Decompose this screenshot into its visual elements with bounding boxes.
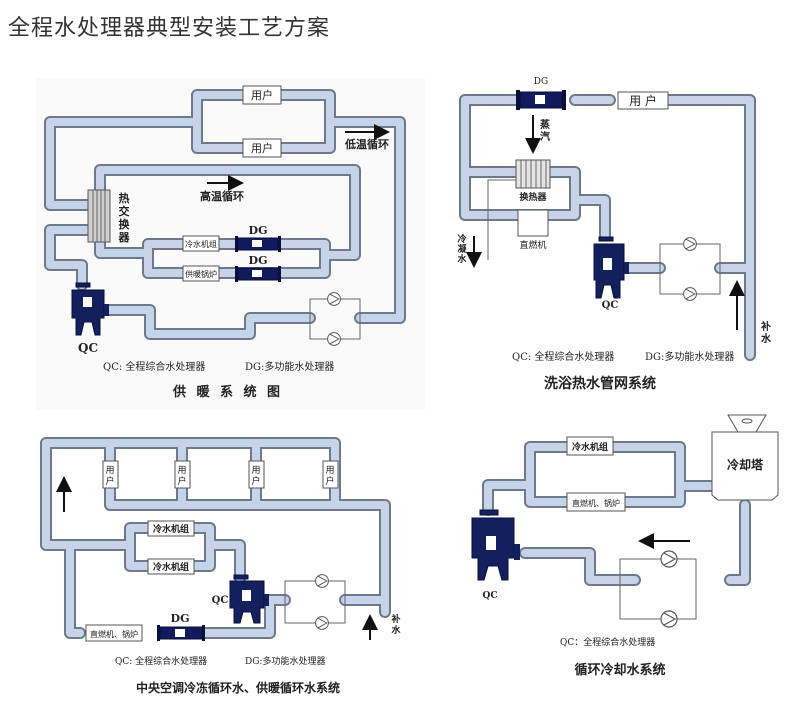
legend-dg: DG:多功能水处理器 [245, 360, 334, 373]
pipe-bath-loop [459, 94, 756, 361]
chiller-label: 冷水机组 [153, 523, 189, 535]
pump-icon [315, 574, 329, 588]
user-box [248, 460, 265, 489]
pump-icon [327, 292, 341, 306]
direct-fired-boiler-box [566, 492, 626, 512]
user-box [174, 460, 191, 489]
user-box [102, 460, 119, 489]
dg-label: DG [249, 254, 268, 267]
heat-exchanger-label-vertical: 热交换器 [118, 191, 131, 244]
direct-fired-label: 直燃机 [519, 239, 546, 251]
heat-exchanger-icon [515, 159, 551, 189]
cooling-tower-label: 冷却塔 [727, 457, 764, 472]
dg-unit-icon [157, 625, 205, 641]
diagram-caption: 供 暖 系 统 图 [172, 384, 283, 400]
user-box [242, 85, 282, 105]
direct-fired-box [517, 209, 549, 237]
legend-qc: QC: 全程综合水处理器 [103, 360, 205, 373]
chiller-box [147, 558, 195, 575]
user-boxes [102, 460, 339, 489]
pump-station [619, 550, 697, 628]
legend-dg: DG:多功能水处理器 [245, 655, 325, 667]
pump-icon [327, 332, 341, 346]
user-label: 用 户 [629, 93, 657, 108]
dg-label: DG [171, 612, 190, 625]
legend-qc: QC：全程综合水处理器 [560, 636, 655, 648]
chiller-label: 冷水机组 [153, 561, 189, 573]
qc-label: QC [602, 300, 619, 311]
makeup-label: 补水 [760, 320, 772, 345]
panel-central-ac: 用户 用户 用户 用户 冷水机组 冷水机组 直燃机、锅炉 DG QC [40, 437, 401, 695]
qc-label: QC [482, 591, 497, 601]
heat-exchanger-label: 换热器 [519, 191, 547, 203]
condensate-label: 冷凝水 [457, 233, 467, 265]
dg-label: DG [534, 77, 548, 87]
user-label: 用户 [177, 465, 186, 487]
makeup-label: 补水 [390, 613, 401, 636]
high-temp-loop-label: 高温循环 [200, 189, 244, 203]
pump-icon [660, 610, 678, 628]
pump-icon [683, 237, 697, 251]
qc-unit-icon [229, 574, 269, 624]
low-temp-loop-label: 低温循环 [344, 137, 389, 151]
page-title: 全程水处理器典型安装工艺方案 [8, 16, 331, 41]
chiller-label: 冷水机组 [185, 239, 217, 249]
direct-fired-boiler-box [85, 624, 143, 642]
heat-exchanger-icon [87, 189, 111, 243]
legend-qc: QC: 全程综合水处理器 [115, 655, 207, 667]
panel-cooling-water: 冷水机组 直燃机、锅炉 冷却塔 QC QC：全程综合水处理器 循环冷却水系统 [471, 414, 779, 678]
chiller-label: 冷水机组 [572, 441, 608, 453]
pipe-return-qc [44, 224, 316, 340]
qc-unit-icon [593, 236, 629, 299]
dg-unit-icon [516, 90, 566, 110]
chiller-box [182, 235, 220, 252]
user-label: 用户 [105, 465, 114, 487]
boiler-box [182, 265, 220, 282]
chiller-box [147, 520, 195, 537]
cooling-tower-icon [711, 414, 779, 501]
user-label: 用户 [251, 88, 273, 102]
pump-icon [315, 616, 329, 630]
chiller-box [566, 436, 614, 456]
user-box [617, 91, 669, 110]
diagram-caption: 中央空调冷冻循环水、供暖循环水系统 [136, 680, 340, 695]
panel-bath-hot-water: DG 用 户 蒸汽 换热器 直燃机 冷凝水 QC [457, 77, 772, 392]
dg-unit-icon [235, 266, 281, 282]
pump-icon [683, 287, 697, 301]
pump-station [659, 237, 721, 301]
dg-label: DG [249, 224, 268, 237]
pump-station [309, 292, 361, 346]
user-box [322, 460, 339, 489]
diagram-caption: 洗浴热水管网系统 [544, 375, 656, 392]
user-label: 用户 [325, 465, 334, 487]
pump-station [284, 574, 346, 630]
qc-label: QC [78, 341, 98, 355]
qc-label: QC [212, 595, 229, 606]
boiler-label: 供暖锅炉 [185, 269, 217, 279]
direct-fired-boiler-label: 直燃机、锅炉 [90, 629, 138, 639]
pump-icon [660, 550, 678, 568]
direct-fired-boiler-label: 直燃机、锅炉 [572, 498, 620, 508]
user-label: 用户 [251, 141, 273, 155]
user-label: 用户 [251, 465, 260, 487]
qc-unit-icon [71, 282, 109, 336]
qc-unit-icon [471, 509, 520, 581]
diagram-caption: 循环冷却水系统 [574, 662, 665, 678]
condensate-line [487, 179, 528, 260]
panel-heating-system: 用户 用户 低温循环 高温循环 热交换器 冷水机组 供暖锅炉 [36, 78, 426, 410]
dg-unit-icon [235, 236, 281, 252]
user-box [242, 138, 282, 158]
pipe-cooling-loop [482, 441, 751, 586]
legend-qc: QC: 全程综合水处理器 [512, 350, 614, 363]
steam-label: 蒸汽 [540, 118, 550, 143]
legend-dg: DG:多功能水处理器 [645, 350, 734, 363]
